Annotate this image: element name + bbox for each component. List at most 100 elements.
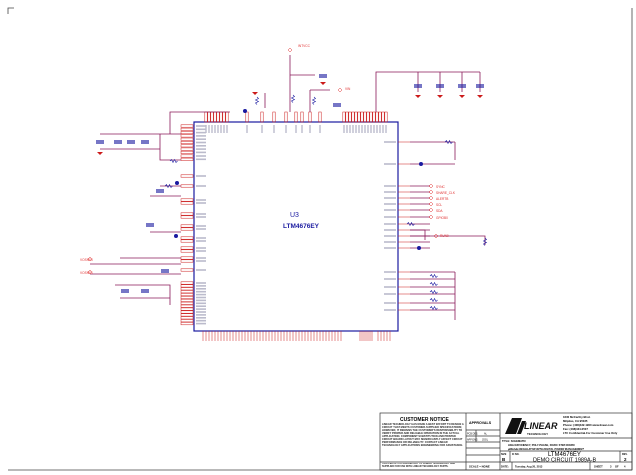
- pin: [180, 134, 194, 138]
- pin-name: [196, 155, 206, 157]
- pin: [180, 127, 194, 131]
- sheet-label: SHEET: [594, 465, 603, 469]
- pin-name: [226, 125, 228, 133]
- pin-name: [384, 309, 396, 311]
- pin-name: [246, 125, 248, 133]
- pin: [260, 111, 264, 123]
- pin-name: [196, 225, 206, 227]
- pin-name: [349, 125, 351, 133]
- pin: [180, 224, 194, 228]
- approval-name-1: AL: [484, 433, 488, 436]
- date-label: DATE:: [501, 465, 509, 469]
- pin-name: [196, 285, 206, 287]
- pin: [180, 141, 194, 144]
- approval-name-2: JDGL: [482, 439, 489, 442]
- resistor-symbol: [311, 96, 317, 105]
- pin: [180, 322, 194, 326]
- pin-name: [384, 197, 396, 199]
- ic-ref: U3: [290, 212, 299, 219]
- pin: [180, 246, 194, 250]
- pin: [180, 284, 194, 288]
- pin: [180, 281, 194, 285]
- approval-role-1: PCB DES.: [467, 433, 478, 436]
- description-line-2: µModule REGULATOR WITH DIGITAL POWER MAN…: [507, 447, 584, 451]
- pin: [180, 201, 194, 205]
- pin-name: [196, 145, 206, 147]
- svg-text:TECHNOLOGY: TECHNOLOGY: [527, 432, 548, 436]
- pin: [180, 198, 194, 202]
- pin-name: [196, 299, 206, 302]
- pin-name: [352, 125, 354, 133]
- pin: [348, 111, 352, 123]
- pin-name: [211, 125, 213, 133]
- pin: [180, 154, 194, 158]
- pin: [245, 111, 249, 123]
- pin-name: [196, 293, 206, 296]
- address-line: Milpitas, CA 95035: [563, 419, 588, 423]
- pin: [300, 111, 304, 123]
- pin: [180, 290, 194, 294]
- pin: [204, 111, 208, 123]
- demo-circuit: DEMO CIRCUIT 1989A-B: [533, 458, 596, 464]
- pin: [272, 111, 276, 123]
- pin-name: [384, 141, 396, 143]
- ground-icon: [459, 95, 465, 98]
- net-label-alertb: ALERTB: [436, 197, 448, 201]
- wire: [410, 229, 426, 240]
- pin: [180, 316, 194, 320]
- pin-name: [384, 278, 396, 280]
- pin-name: [208, 125, 210, 133]
- title-label: TITLE: SCHEMATIC: [502, 439, 526, 443]
- pin-name: [384, 293, 396, 295]
- pin-name: [196, 302, 206, 305]
- pin-name: [364, 125, 366, 133]
- pin: [375, 111, 379, 123]
- pin: [180, 249, 194, 253]
- address-line: 1630 McCarthy Blvd.: [563, 415, 591, 419]
- pin: [354, 111, 358, 123]
- sheet-of-label: OF: [615, 465, 619, 469]
- pin: [318, 111, 322, 123]
- pin-name: [319, 125, 321, 133]
- pin-name: [205, 125, 207, 133]
- pin-name: [196, 290, 206, 293]
- ground-icon: [437, 95, 443, 98]
- pin: [180, 131, 194, 135]
- net-flag-icon: [87, 256, 93, 262]
- resistor-symbol: [429, 289, 438, 295]
- pin: [369, 111, 373, 123]
- title-block-text: CUSTOMER NOTICE LINEAR TECHNOLOGY HAS MA…: [382, 415, 628, 469]
- pin-name: [196, 141, 206, 144]
- pin-name: [273, 125, 275, 133]
- pin-name: [343, 125, 345, 133]
- pin-name: [196, 240, 206, 242]
- rev-label: REV.: [622, 453, 628, 456]
- resistor-symbol: [429, 281, 438, 287]
- sheet-number: 3: [610, 465, 612, 469]
- pin-name: [196, 247, 206, 249]
- pin-name: [196, 296, 206, 299]
- pin: [180, 301, 194, 305]
- pin-name: [384, 191, 396, 193]
- pin: [180, 313, 194, 317]
- linear-technology-logo: LINEAR TECHNOLOGY: [505, 418, 558, 436]
- ground-icon: [97, 152, 103, 155]
- pin: [180, 147, 194, 151]
- customer-notice-title: CUSTOMER NOTICE: [400, 417, 449, 423]
- pin: [180, 259, 194, 263]
- pin-name: [196, 175, 206, 177]
- customer-notice-body: LINEAR TECHNOLOGY HAS MADE A BEST EFFORT…: [382, 423, 464, 447]
- pin: [180, 268, 194, 272]
- pin-name: [285, 125, 287, 133]
- test-point: [174, 234, 178, 238]
- ground-icon: [477, 95, 483, 98]
- pin: [180, 319, 194, 323]
- wire: [115, 284, 171, 305]
- pin-name: [196, 199, 206, 201]
- pin: [360, 111, 364, 123]
- net-label-run: RUN0: [440, 234, 449, 238]
- pin-name: [384, 241, 396, 243]
- net-label-share-clk: SHARE_CLK: [436, 191, 456, 195]
- pin: [342, 111, 346, 123]
- pin: [180, 124, 194, 128]
